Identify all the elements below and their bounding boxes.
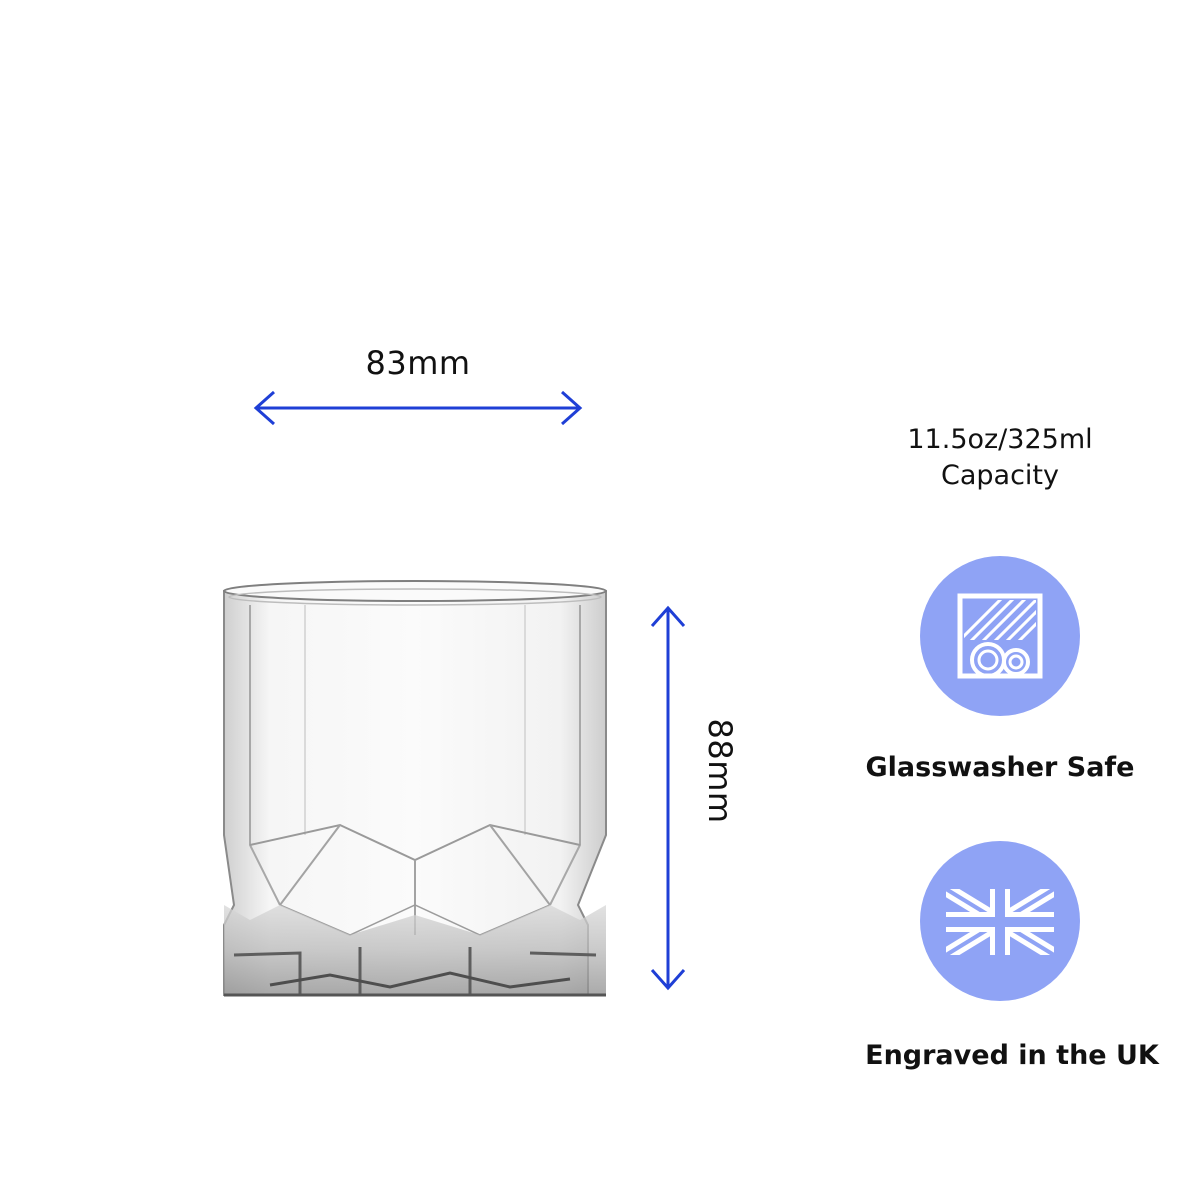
glasswasher-safe-label: Glasswasher Safe <box>865 752 1135 783</box>
width-arrow <box>253 390 583 426</box>
height-dimension-label: 88mm <box>701 718 739 824</box>
union-jack-flag-icon <box>946 889 1054 955</box>
capacity-value: 11.5oz/325ml <box>907 424 1093 455</box>
height-arrow <box>650 605 686 991</box>
capacity-caption: Capacity <box>941 460 1059 491</box>
glasswasher-badge <box>920 556 1080 716</box>
width-dimension-label: 83mm <box>365 344 471 382</box>
engraved-in-uk-label: Engraved in the UK <box>865 1040 1159 1071</box>
glasswasher-icon <box>957 593 1043 679</box>
uk-badge <box>920 841 1080 1001</box>
whisky-glass-image <box>223 580 607 997</box>
capacity-info: 11.5oz/325ml Capacity <box>850 422 1150 494</box>
